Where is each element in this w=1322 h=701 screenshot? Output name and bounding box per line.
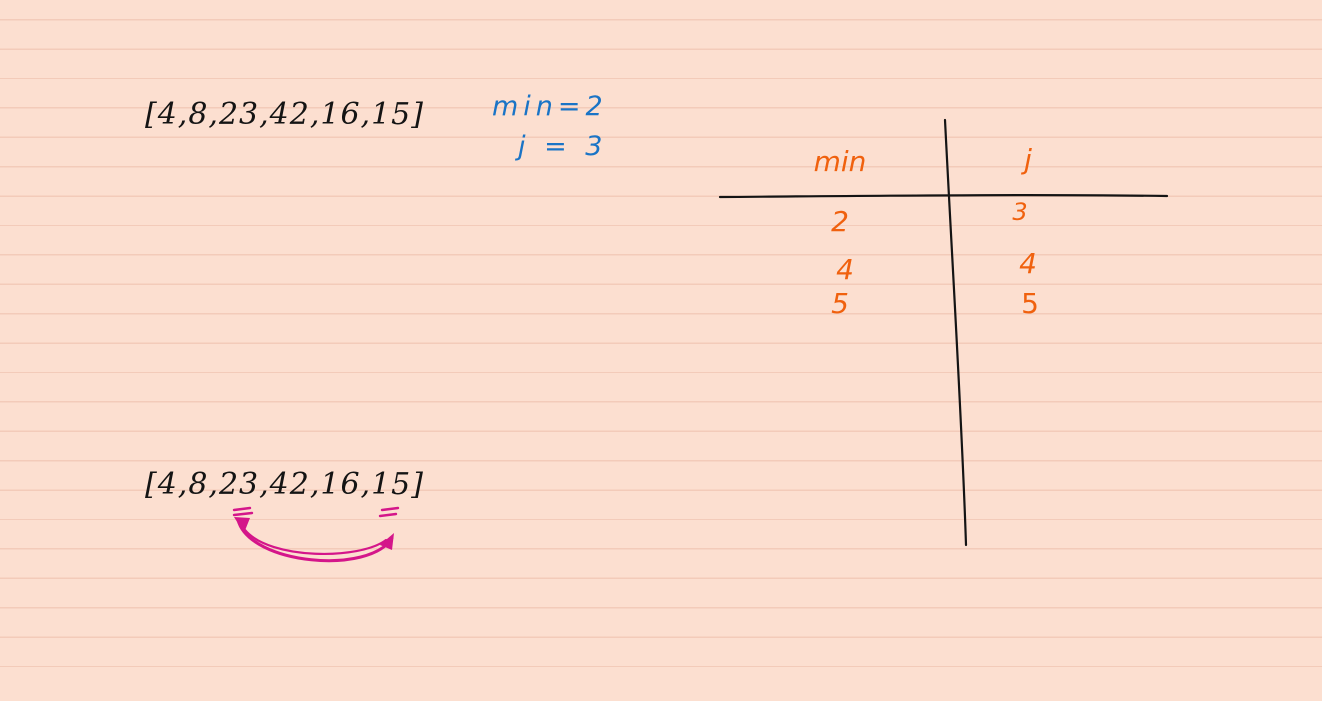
table-horizontal-rule	[718, 194, 1169, 199]
table-cell-j-row3: 5	[1021, 287, 1039, 320]
swap-arrow-arc	[236, 518, 394, 563]
table-cell-j-row2: 4	[1019, 247, 1037, 280]
swap-marks	[232, 506, 400, 518]
table-header-j: j	[1024, 143, 1032, 176]
arrowhead-right-icon	[380, 533, 394, 550]
table-cell-j-row1: 3	[1012, 198, 1028, 226]
arrowhead-left-icon	[234, 517, 250, 533]
table-cell-min-row1: 2	[831, 205, 849, 238]
table-cell-min-row2: 4	[836, 253, 854, 286]
table-header-min: min	[813, 145, 867, 178]
array-bottom: [4,8,23,42,16,15]	[145, 467, 424, 502]
j-note: j = 3	[518, 131, 608, 162]
table-cell-min-row3: 5	[831, 287, 849, 320]
swap-arrow-arc-inner	[243, 528, 388, 556]
table-vertical-rule	[943, 118, 968, 547]
min-note: min=2	[492, 91, 608, 122]
array-top: [4,8,23,42,16,15]	[145, 97, 424, 132]
